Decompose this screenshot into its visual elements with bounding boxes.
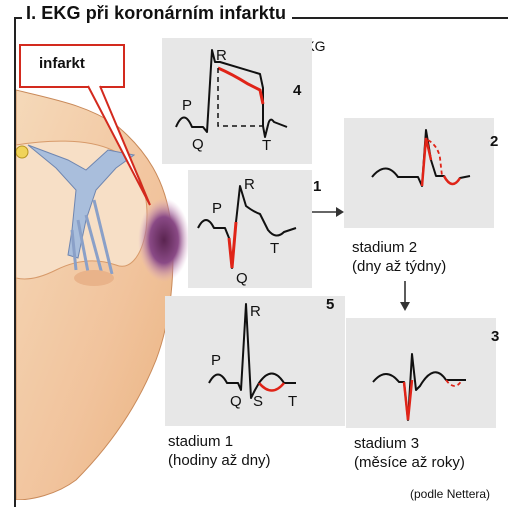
panel-3-number: 3 <box>491 328 499 345</box>
panel-4-label-r: R <box>216 48 227 63</box>
panel-4-label-t: T <box>262 138 271 153</box>
panel-5-label-q: Q <box>230 394 242 409</box>
arrow-down-head <box>400 302 410 311</box>
source-credit: (podle Nettera) <box>410 487 490 501</box>
stage-2-caption-line2: (dny až týdny) <box>352 257 446 276</box>
stage-3-caption: stadium 3 (měsíce až roky) <box>354 434 465 472</box>
panel-1-label-t: T <box>270 241 279 256</box>
panel-2-number: 2 <box>490 133 498 150</box>
panel-3-trace <box>373 354 466 420</box>
panel-4-label-p: P <box>182 98 192 113</box>
arrow-right-head <box>336 207 344 217</box>
panel-5-label-r: R <box>250 304 261 319</box>
panel-1-q-highlight <box>229 222 236 268</box>
panel-2-trace <box>372 130 470 186</box>
panel-1-number: 1 <box>313 178 321 195</box>
stage-2-caption-line1: stadium 2 <box>352 238 446 257</box>
panel-4-label-q: Q <box>192 137 204 152</box>
panel-4-number: 4 <box>293 82 301 99</box>
stage-1-caption-line1: stadium 1 <box>168 432 271 451</box>
panel-5-number: 5 <box>326 296 334 313</box>
panel-5-twave-highlight <box>259 383 284 391</box>
stage-1-caption-line2: (hodiny až dny) <box>168 451 271 470</box>
panel-2-twave-highlight <box>444 176 460 184</box>
stage-3-caption-line1: stadium 3 <box>354 434 465 453</box>
panel-1-label-r: R <box>244 177 255 192</box>
panel-4-reference-dash <box>218 68 263 126</box>
stage-2-caption: stadium 2 (dny až týdny) <box>352 238 446 276</box>
panel-1-label-q: Q <box>236 271 248 286</box>
panel-2-st-highlight <box>422 138 431 186</box>
panel-3-q-highlight <box>404 380 412 420</box>
panel-5-label-t: T <box>288 394 297 409</box>
panel-1-trace <box>198 186 296 268</box>
panel-5-label-s: S <box>253 394 263 409</box>
panel-4-trace <box>176 50 287 137</box>
stage-1-caption: stadium 1 (hodiny až dny) <box>168 432 271 470</box>
stage-3-caption-line2: (měsíce až roky) <box>354 453 465 472</box>
panel-5-label-p: P <box>211 353 221 368</box>
panel-1-label-p: P <box>212 201 222 216</box>
